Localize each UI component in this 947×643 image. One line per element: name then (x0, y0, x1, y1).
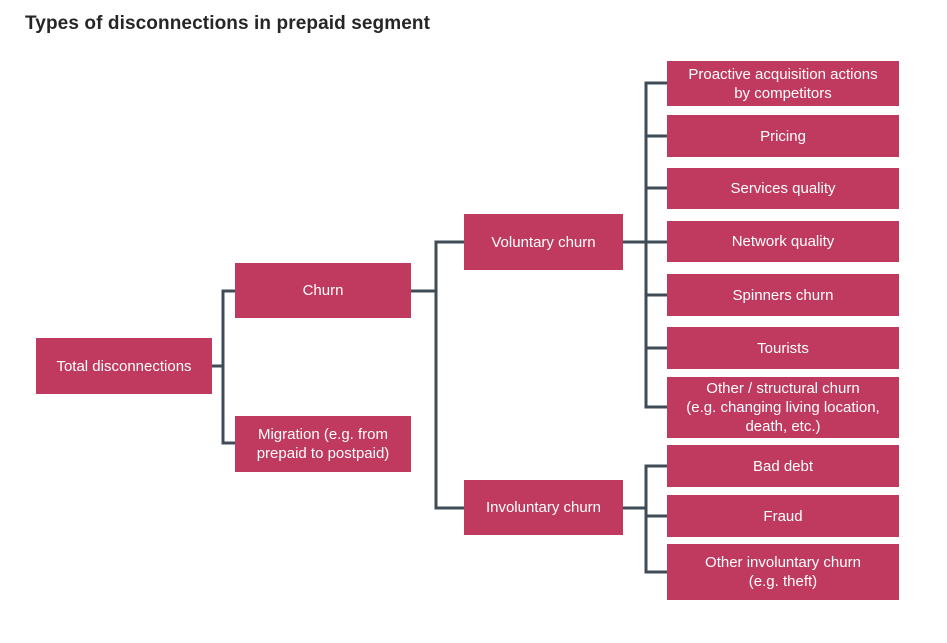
node-services-quality: Services quality (667, 168, 899, 209)
node-structural-churn: Other / structural churn (e.g. changing … (667, 377, 899, 438)
node-voluntary-churn: Voluntary churn (464, 214, 623, 270)
diagram-title: Types of disconnections in prepaid segme… (25, 13, 431, 34)
node-pricing: Pricing (667, 115, 899, 157)
connector-voluntary-branch (644, 81, 669, 409)
node-migration: Migration (e.g. from prepaid to postpaid… (235, 416, 411, 472)
node-bad-debt: Bad debt (667, 445, 899, 487)
node-proactive-acquisition: Proactive acquisition actions by competi… (667, 61, 899, 106)
connector-total-branch (221, 289, 237, 445)
node-total-disconnections: Total disconnections (36, 338, 212, 394)
node-tourists: Tourists (667, 327, 899, 369)
node-fraud: Fraud (667, 495, 899, 537)
node-spinners-churn: Spinners churn (667, 274, 899, 316)
node-churn: Churn (235, 263, 411, 318)
node-involuntary-churn: Involuntary churn (464, 480, 623, 535)
node-other-involuntary-churn: Other involuntary churn (e.g. theft) (667, 544, 899, 600)
connector-involuntary-branch (644, 464, 669, 574)
connector-churn-branch (434, 240, 466, 510)
node-network-quality: Network quality (667, 221, 899, 262)
